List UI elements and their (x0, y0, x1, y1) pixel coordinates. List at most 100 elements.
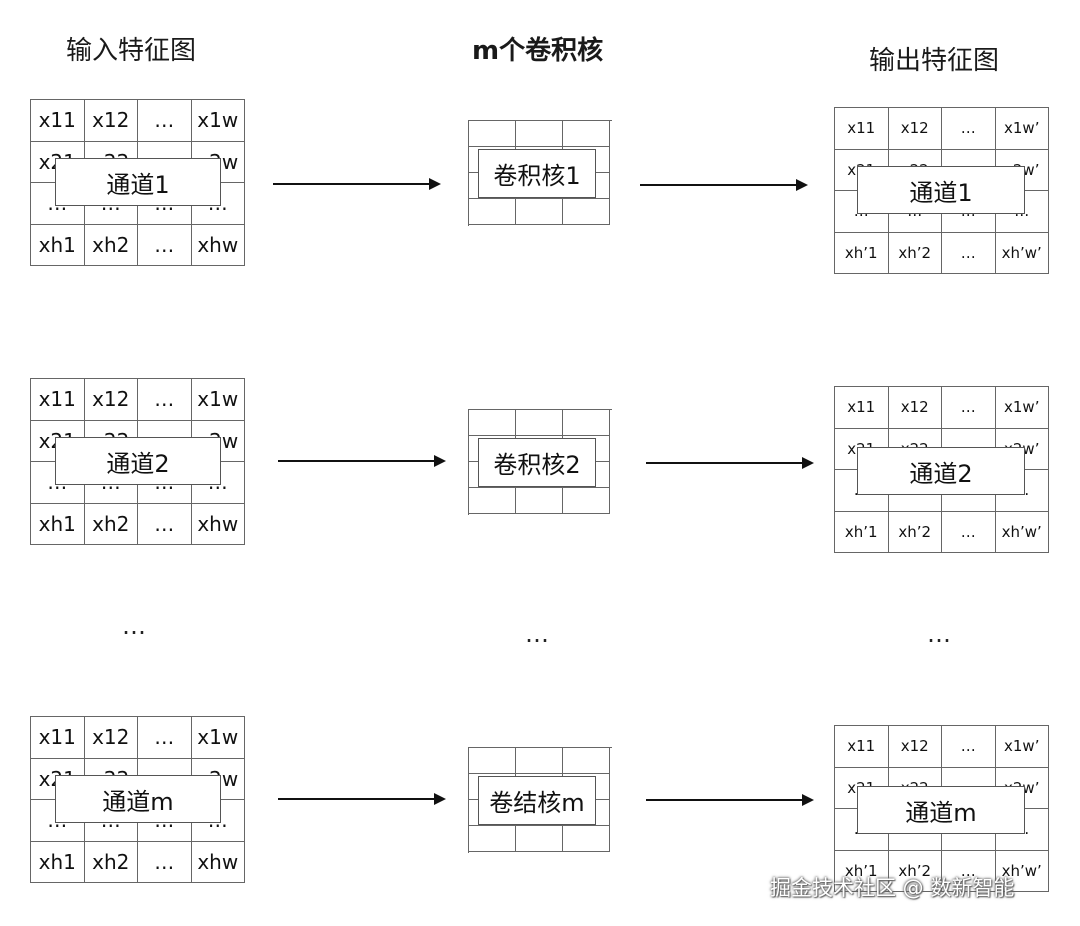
kernel-label-1: 卷积核1 (478, 149, 596, 198)
grid-cell: x12 (84, 717, 138, 759)
grid-cell (563, 199, 610, 225)
grid-cell: … (942, 850, 996, 892)
grid-cell: x11 (31, 717, 85, 759)
watermark: 掘金技术社区 @ 数新智能 (770, 876, 1015, 900)
grid-cell (469, 826, 516, 852)
grid-cell: … (138, 717, 192, 759)
grid-cell: x1w (191, 717, 245, 759)
grid-cell: x12 (84, 100, 138, 142)
grid-cell: … (942, 232, 996, 274)
arrow-shaft (646, 799, 804, 801)
arrow-head (802, 794, 814, 806)
grid-cell (563, 826, 610, 852)
ellipsis-output: … (927, 620, 952, 648)
grid-cell (516, 488, 563, 514)
kernel-label-2: 卷积核2 (478, 438, 596, 487)
grid-cell: x12 (888, 726, 942, 768)
grid-cell: xh’1 (835, 232, 889, 274)
grid-cell (469, 199, 516, 225)
output-channel-label-1: 通道1 (857, 166, 1025, 214)
grid-cell: xh2 (84, 224, 138, 266)
grid-cell: xh’1 (835, 511, 889, 553)
grid-cell: xhw (191, 841, 245, 883)
grid-cell: … (942, 726, 996, 768)
grid-cell (516, 121, 563, 147)
grid-cell (516, 410, 563, 436)
grid-cell: xh’w’ (995, 232, 1049, 274)
grid-cell (469, 748, 516, 774)
ellipsis-input: … (122, 612, 147, 640)
grid-cell: … (942, 387, 996, 429)
grid-cell (563, 410, 610, 436)
grid-cell: xh’w’ (995, 850, 1049, 892)
grid-cell: … (942, 108, 996, 150)
arrow-shaft (278, 798, 436, 800)
arrow-kernel-to-output-2 (646, 457, 814, 469)
grid-cell: … (138, 841, 192, 883)
title-output-feature-map: 输出特征图 (869, 46, 1000, 76)
arrow-shaft (278, 460, 436, 462)
arrow-shaft (273, 183, 431, 185)
grid-cell: x11 (835, 387, 889, 429)
grid-cell: x11 (835, 726, 889, 768)
grid-cell (516, 199, 563, 225)
grid-cell: x1w (191, 379, 245, 421)
grid-cell: xh’2 (888, 850, 942, 892)
grid-cell: … (138, 100, 192, 142)
grid-cell: … (138, 224, 192, 266)
grid-cell (469, 488, 516, 514)
title-input-feature-map: 输入特征图 (66, 36, 197, 66)
grid-cell: xh’2 (888, 511, 942, 553)
arrow-input-to-kernel-3 (278, 793, 446, 805)
arrow-head (434, 793, 446, 805)
grid-cell: … (138, 379, 192, 421)
grid-cell: xh1 (31, 841, 85, 883)
arrow-head (802, 457, 814, 469)
grid-cell: xh’w’ (995, 511, 1049, 553)
grid-cell (516, 826, 563, 852)
grid-cell (516, 748, 563, 774)
arrow-kernel-to-output-3 (646, 794, 814, 806)
grid-cell: xh2 (84, 841, 138, 883)
grid-cell (469, 410, 516, 436)
input-channel-label-2: 通道2 (55, 437, 221, 485)
title-m-kernels: m个卷积核 (472, 36, 604, 66)
grid-cell (563, 488, 610, 514)
grid-cell: xh2 (84, 503, 138, 545)
grid-cell: x12 (84, 379, 138, 421)
grid-cell: xh’2 (888, 232, 942, 274)
grid-cell (563, 462, 610, 488)
kernel-label-3: 卷结核m (478, 776, 596, 825)
arrow-head (429, 178, 441, 190)
arrow-kernel-to-output-1 (640, 179, 808, 191)
grid-cell (563, 800, 610, 826)
grid-cell: x1w (191, 100, 245, 142)
grid-cell: … (138, 503, 192, 545)
grid-cell (469, 121, 516, 147)
grid-cell: … (942, 511, 996, 553)
input-channel-label-1: 通道1 (55, 158, 221, 206)
arrow-input-to-kernel-2 (278, 455, 446, 467)
arrow-shaft (646, 462, 804, 464)
grid-cell: xhw (191, 503, 245, 545)
grid-cell: x11 (835, 108, 889, 150)
arrow-head (434, 455, 446, 467)
grid-cell: x1w’ (995, 726, 1049, 768)
arrow-shaft (640, 184, 798, 186)
ellipsis-kernel: … (525, 620, 550, 648)
grid-cell: xh’1 (835, 850, 889, 892)
grid-cell (563, 173, 610, 199)
arrow-input-to-kernel-1 (273, 178, 441, 190)
grid-cell: x12 (888, 387, 942, 429)
grid-cell: x11 (31, 379, 85, 421)
grid-cell: x11 (31, 100, 85, 142)
grid-cell: xh1 (31, 503, 85, 545)
grid-cell: xh1 (31, 224, 85, 266)
input-channel-label-3: 通道m (55, 775, 221, 823)
grid-cell: x1w’ (995, 108, 1049, 150)
grid-cell (563, 748, 610, 774)
output-channel-label-3: 通道m (857, 786, 1025, 834)
grid-cell (563, 121, 610, 147)
grid-cell: xhw (191, 224, 245, 266)
